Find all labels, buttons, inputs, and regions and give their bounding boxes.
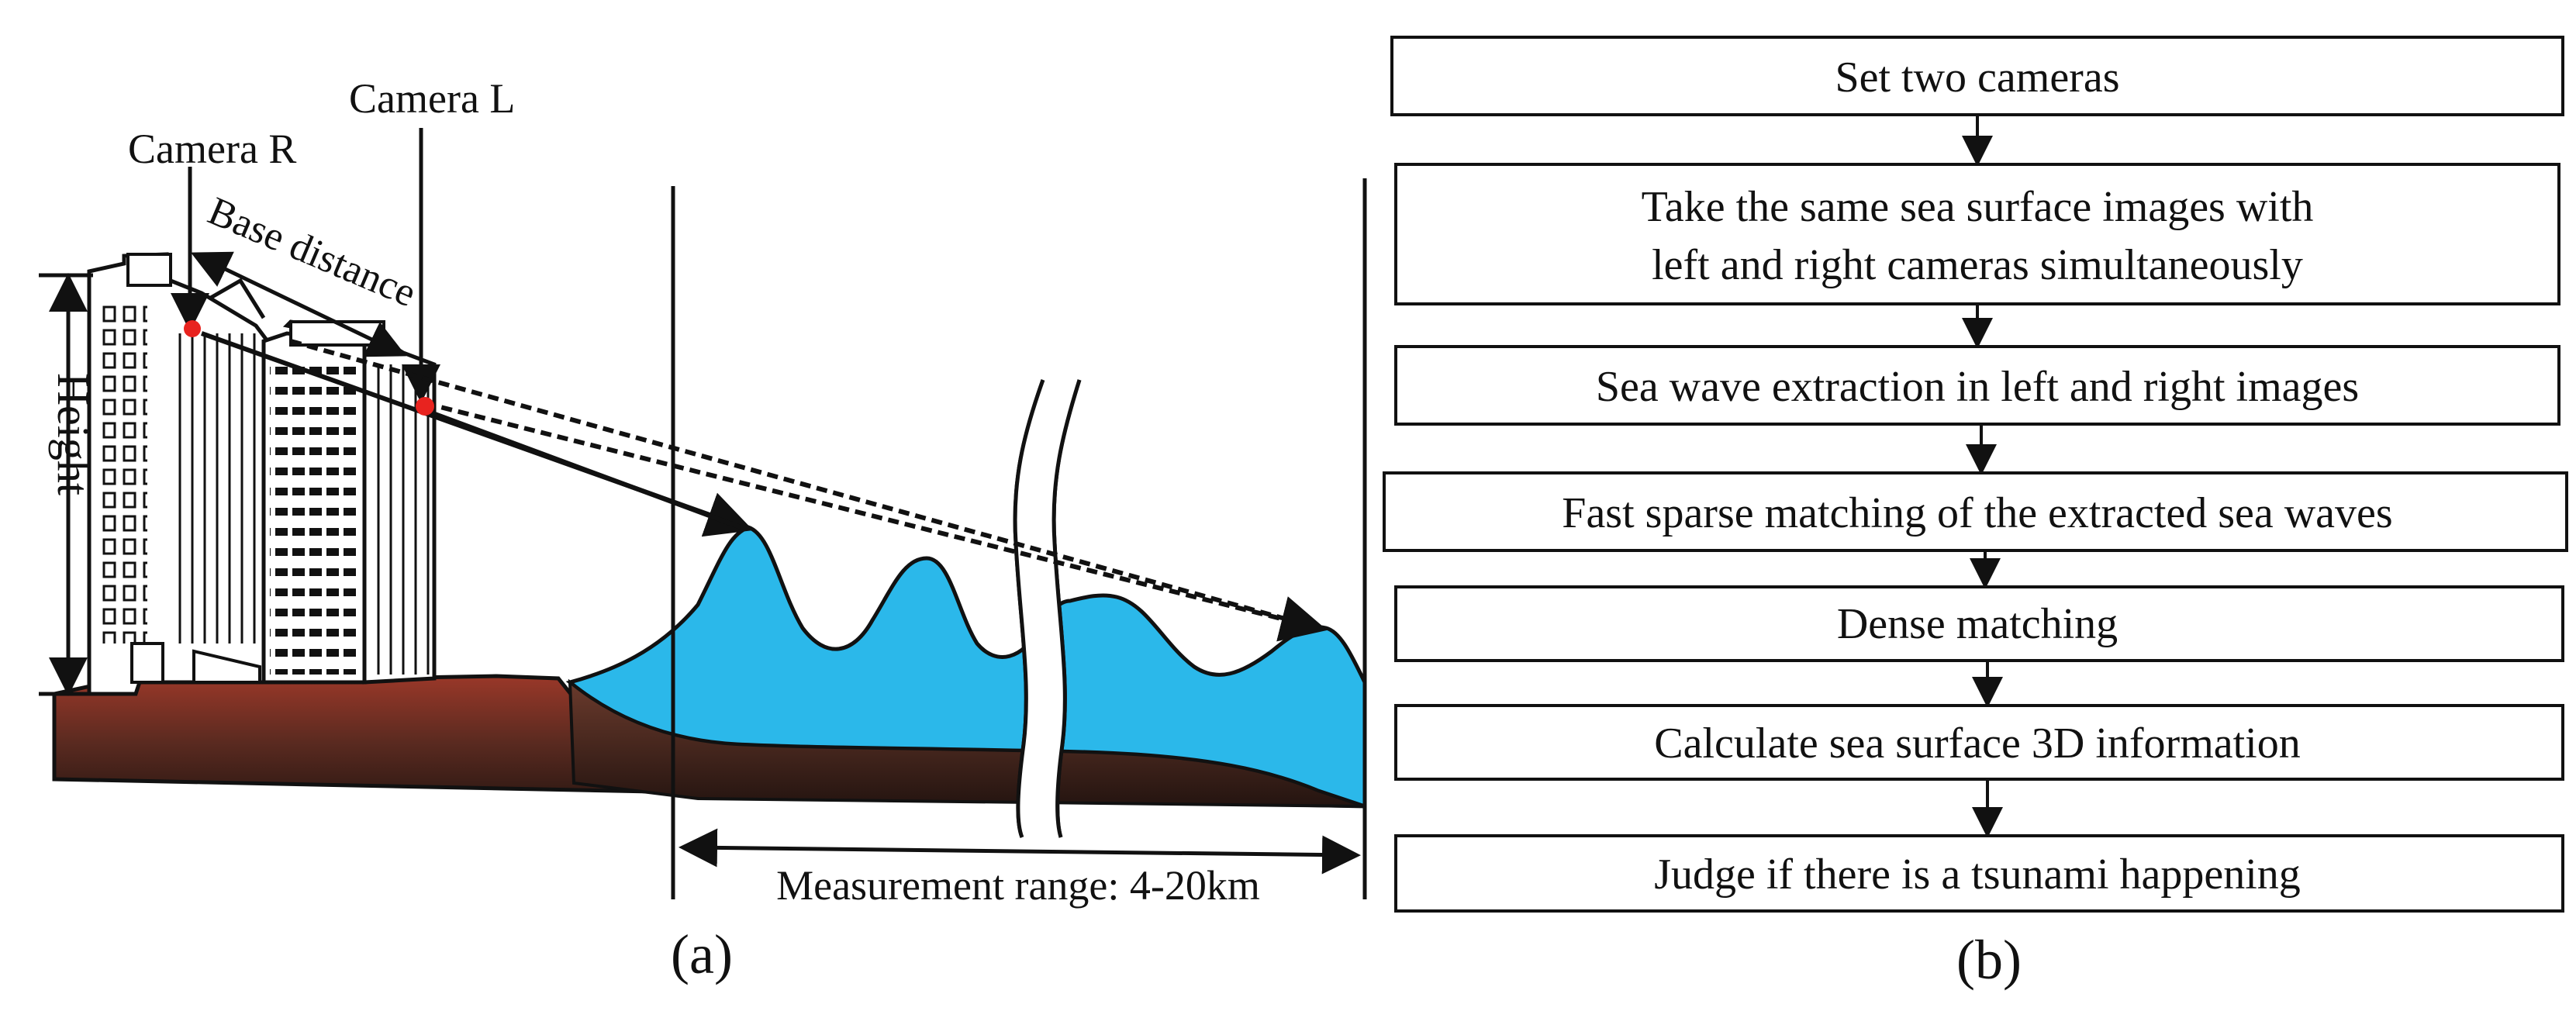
step-2-text-line-1: Take the same sea surface images with [1642,183,2314,231]
base-distance-arrow [190,251,407,357]
camera-r-dot [184,320,201,337]
step-3-text: Sea wave extraction in left and right im… [1596,363,2359,411]
camera-r-label: Camera R [128,126,296,172]
height-label: Height [48,373,98,495]
base-distance-label: Base distance [202,189,422,316]
step-4-text: Fast sparse matching of the extracted se… [1562,489,2392,537]
caption-b: (b) [1956,929,2022,991]
sight-line-dashed-r [290,339,1319,630]
panel-a-diagram: Height Base distance Camera R Camera L M… [39,75,1367,985]
panel-b-flowchart: Set two cameras Take the same sea surfac… [1383,36,2568,991]
step-box-7 [1394,834,2564,913]
buildings [87,252,437,696]
step-2-text-line-2: left and right cameras simultaneously [1652,241,2303,289]
camera-l-label: Camera L [349,75,515,122]
measurement-range-label: Measurement range: 4-20km [776,862,1260,909]
step-1-text: Set two cameras [1835,53,2120,102]
caption-a: (a) [671,923,733,985]
sight-line-dashed-l [424,401,1328,642]
measurement-range-arrow [679,828,1361,875]
sight-line-l [425,409,742,530]
sea-bed [568,678,1366,808]
step-box-5 [1394,585,2564,662]
step-box-4 [1383,471,2568,552]
step-box-3 [1394,345,2560,426]
step-6-text: Calculate sea surface 3D information [1654,719,2300,768]
step-box-6 [1394,704,2564,781]
step-5-text: Dense matching [1837,600,2118,648]
step-7-text: Judge if there is a tsunami happening [1654,851,2301,899]
camera-l-dot [416,397,434,416]
